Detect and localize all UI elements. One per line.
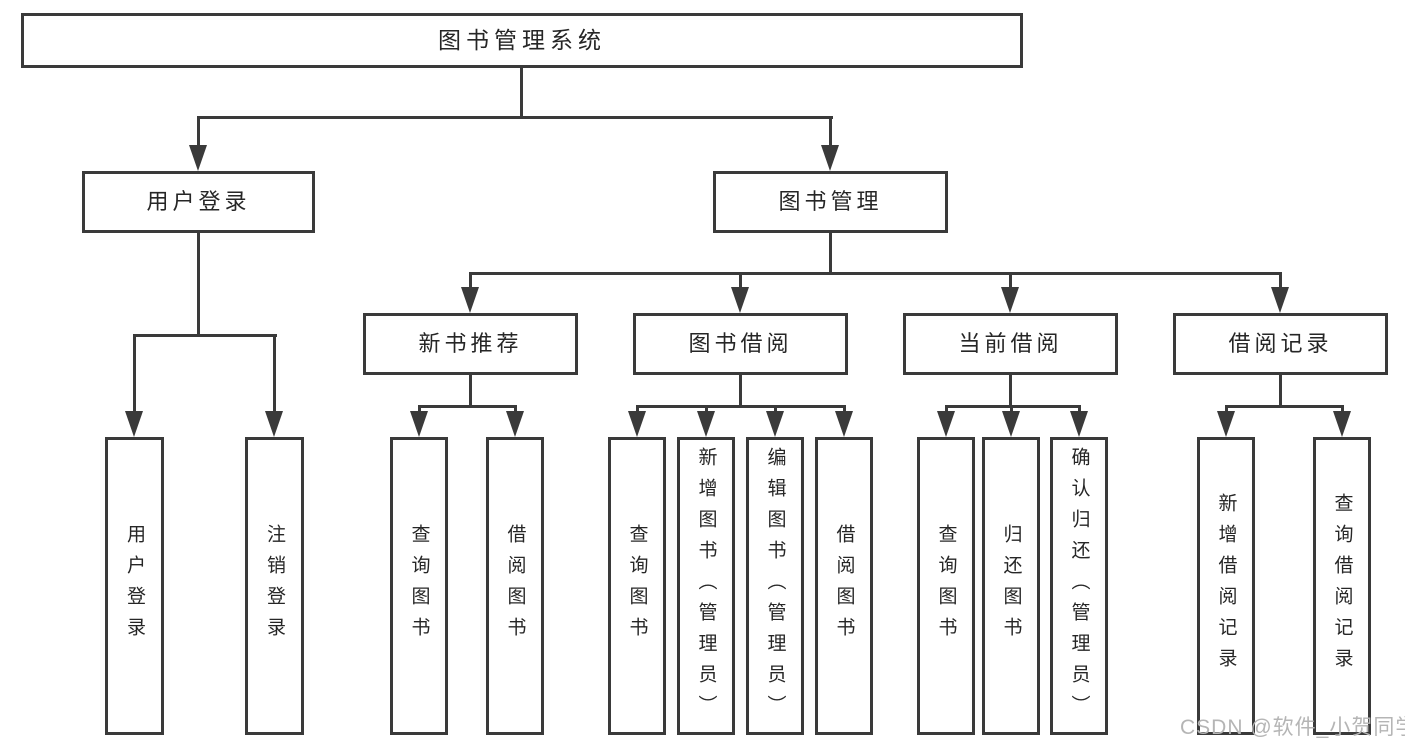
- node-query-books-current: 查询图书: [917, 437, 975, 735]
- arrow-down-icon: [766, 411, 784, 437]
- arrow-down-icon: [461, 287, 479, 313]
- node-query-borrow-record: 查询借阅记录: [1313, 437, 1371, 735]
- connector-line: [829, 116, 832, 147]
- arrow-down-icon: [265, 411, 283, 437]
- connector-line: [636, 405, 639, 413]
- connector-line: [1279, 272, 1282, 289]
- connector-line: [273, 334, 276, 413]
- node-borrowing-records: 借阅记录: [1173, 313, 1388, 375]
- connector-line: [636, 405, 846, 408]
- node-query-books-recommend: 查询图书: [390, 437, 448, 735]
- node-query-books-borrowing: 查询图书: [608, 437, 666, 735]
- node-book-borrowing: 图书借阅: [633, 313, 848, 375]
- connector-line: [705, 405, 708, 413]
- connector-line: [945, 405, 948, 413]
- connector-line: [739, 375, 742, 408]
- connector-line: [829, 233, 832, 275]
- connector-line: [1341, 405, 1344, 413]
- arrow-down-icon: [1002, 411, 1020, 437]
- arrow-down-icon: [697, 411, 715, 437]
- connector-line: [418, 405, 517, 408]
- arrow-down-icon: [1333, 411, 1351, 437]
- node-return-book: 归还图书: [982, 437, 1040, 735]
- arrow-down-icon: [1271, 287, 1289, 313]
- arrow-down-icon: [937, 411, 955, 437]
- connector-line: [1279, 375, 1282, 408]
- node-library-management-system: 图书管理系统: [21, 13, 1023, 68]
- connector-line: [133, 334, 136, 413]
- arrow-down-icon: [125, 411, 143, 437]
- node-user-login: 用户登录: [82, 171, 315, 233]
- connector-line: [945, 405, 1081, 408]
- connector-line: [843, 405, 846, 413]
- arrow-down-icon: [628, 411, 646, 437]
- connector-line: [1225, 405, 1228, 413]
- node-logout: 注销登录: [245, 437, 304, 735]
- node-borrow-books-borrowing: 借阅图书: [815, 437, 873, 735]
- node-add-borrow-record: 新增借阅记录: [1197, 437, 1255, 735]
- connector-line: [739, 272, 742, 289]
- node-new-book-recommendation: 新书推荐: [363, 313, 578, 375]
- connector-line: [520, 66, 523, 119]
- connector-line: [469, 272, 1282, 275]
- connector-line: [1009, 272, 1012, 289]
- arrow-down-icon: [506, 411, 524, 437]
- node-borrow-books-recommend: 借阅图书: [486, 437, 544, 735]
- connector-line: [197, 116, 200, 147]
- node-add-book-admin: 新增图书（管理员）: [677, 437, 735, 735]
- connector-line: [133, 334, 277, 337]
- arrow-down-icon: [1070, 411, 1088, 437]
- connector-line: [1225, 405, 1343, 408]
- arrow-down-icon: [1217, 411, 1235, 437]
- arrow-down-icon: [1001, 287, 1019, 313]
- connector-line: [1078, 405, 1081, 413]
- connector-line: [774, 405, 777, 413]
- node-book-management: 图书管理: [713, 171, 948, 233]
- connector-line: [514, 405, 517, 413]
- node-user-login-leaf: 用户登录: [105, 437, 164, 735]
- connector-line: [197, 116, 833, 119]
- connector-line: [469, 375, 472, 408]
- arrow-down-icon: [731, 287, 749, 313]
- watermark: CSDN @软件_小贺同学: [1180, 716, 1405, 739]
- connector-line: [469, 272, 472, 289]
- node-edit-book-admin: 编辑图书（管理员）: [746, 437, 804, 735]
- arrow-down-icon: [821, 145, 839, 171]
- arrow-down-icon: [835, 411, 853, 437]
- arrow-down-icon: [189, 145, 207, 171]
- connector-line: [418, 405, 421, 413]
- node-current-borrowing: 当前借阅: [903, 313, 1118, 375]
- connector-line: [197, 233, 200, 337]
- connector-line: [1010, 405, 1013, 413]
- node-confirm-return-admin: 确认归还（管理员）: [1050, 437, 1108, 735]
- arrow-down-icon: [410, 411, 428, 437]
- connector-line: [1009, 375, 1012, 408]
